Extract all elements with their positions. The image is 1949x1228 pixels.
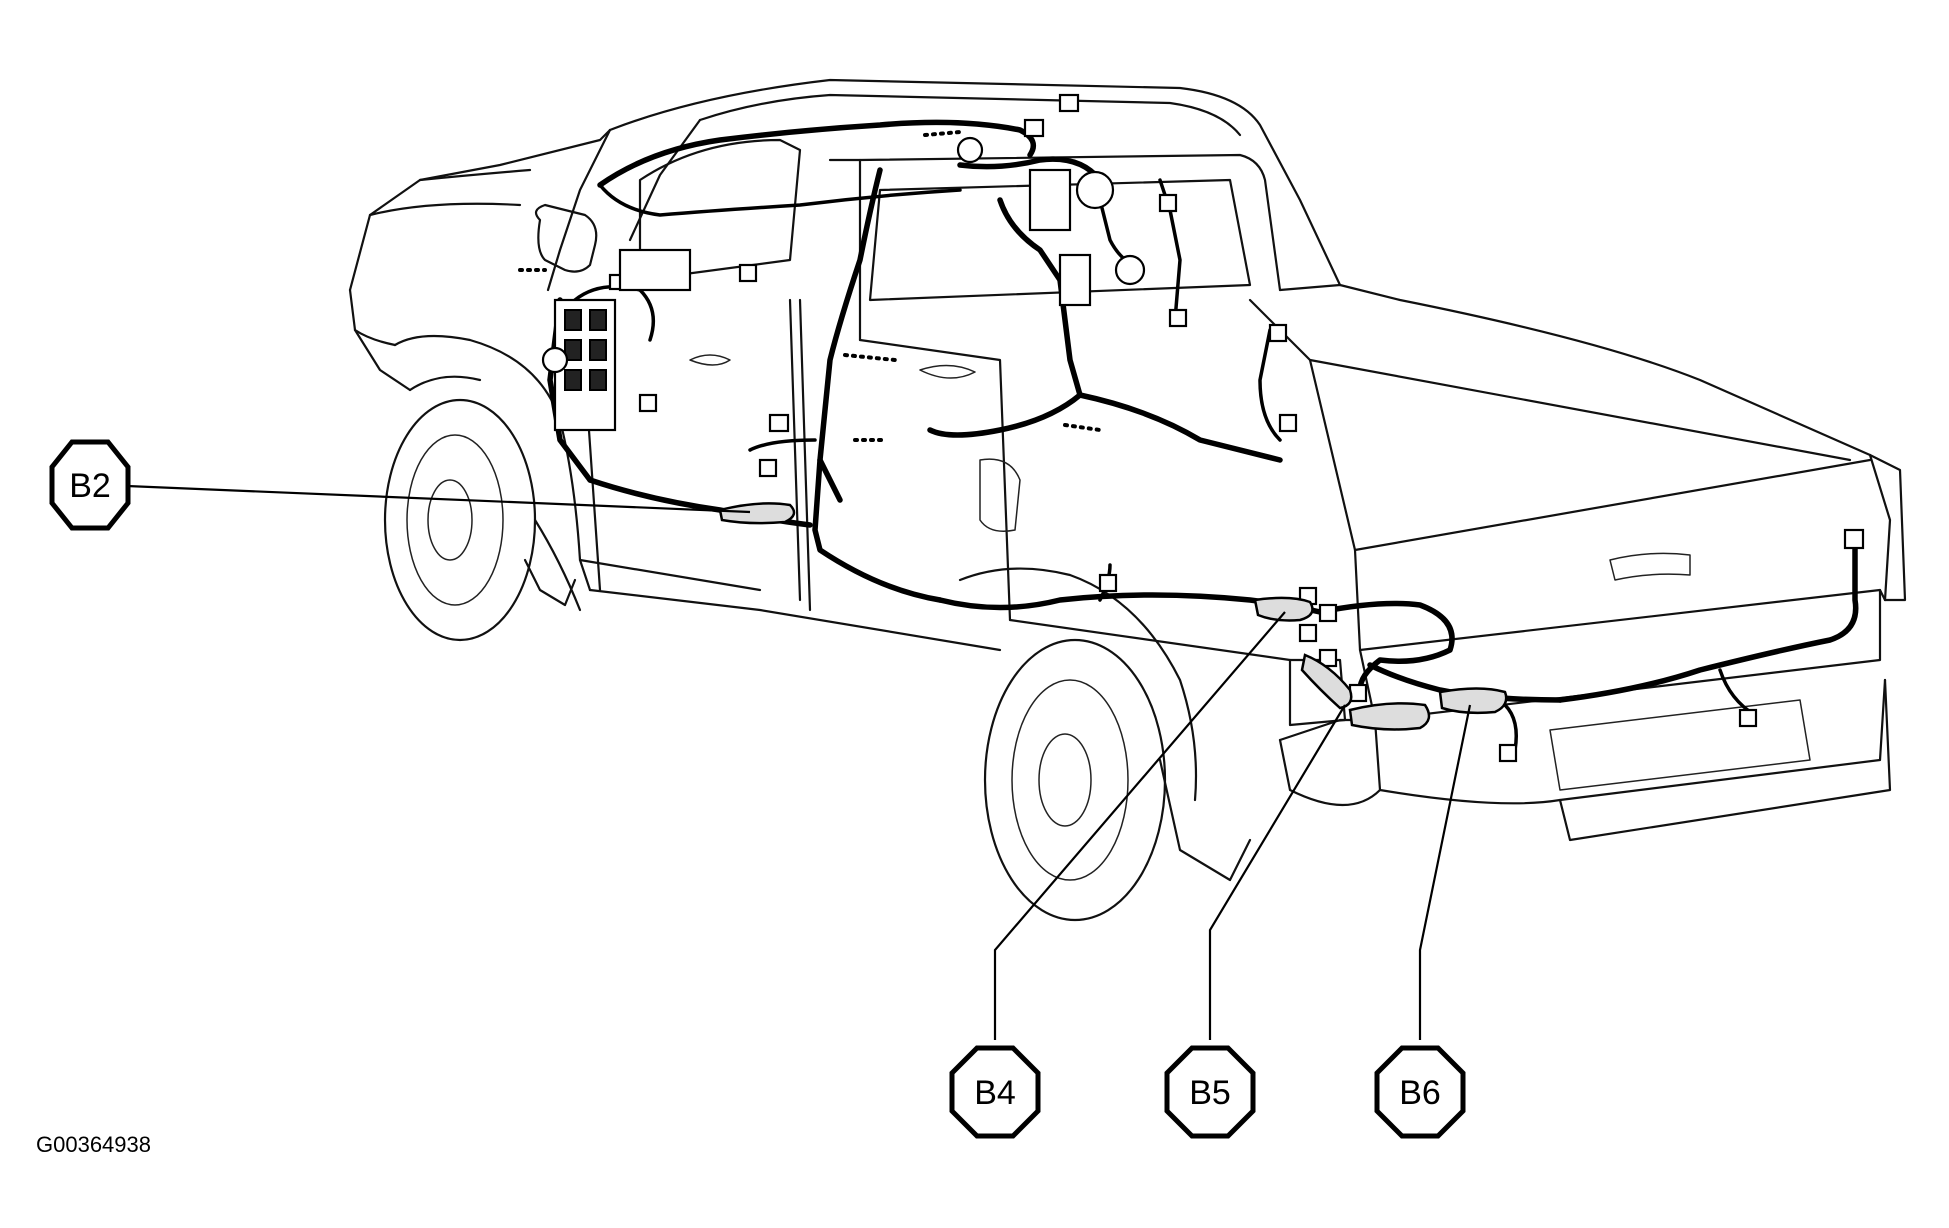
callout-b5-label: B5: [1189, 1074, 1231, 1112]
callout-b4: B4: [949, 1045, 1041, 1139]
leader-lines: [126, 484, 1472, 1040]
truck-body: [348, 78, 1907, 922]
leader-b2: [126, 484, 751, 514]
callout-b6-label: B6: [1399, 1074, 1441, 1112]
figure-id: G00364938: [36, 1132, 151, 1157]
callout-b6: B6: [1374, 1045, 1466, 1139]
callout-b2-label: B2: [69, 467, 111, 505]
callout-b5: B5: [1164, 1045, 1256, 1139]
callout-b2: B2: [49, 439, 131, 531]
wiring-harness: [547, 119, 1859, 752]
callout-b4-label: B4: [974, 1074, 1016, 1112]
connectors: [541, 93, 1865, 763]
leader-b6: [1418, 704, 1472, 1040]
dotted-harness-sections: [518, 130, 1102, 442]
splice-points: [718, 502, 1508, 731]
leader-b4: [993, 611, 1286, 1040]
leader-b5: [1208, 704, 1346, 1040]
